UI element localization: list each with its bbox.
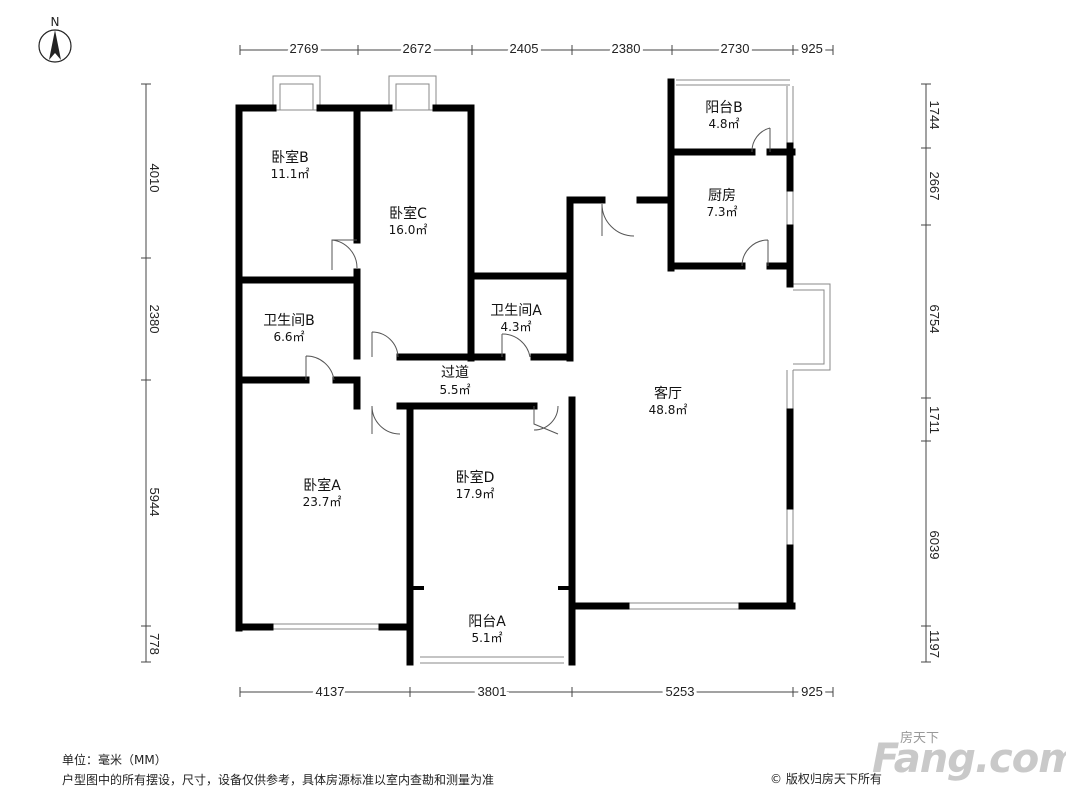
room-area-corridor: 5.5㎡ [439, 383, 470, 397]
dim-top-3: 2405 [510, 41, 539, 56]
dim-bottom-3: 5253 [666, 684, 695, 699]
brand-logo: Fang.com [872, 736, 1066, 782]
room-area-bedroom-b: 11.1㎡ [271, 167, 310, 181]
dim-right-2: 2667 [927, 172, 942, 201]
door-bedroom-c-icon [371, 331, 399, 358]
dim-right-4: 1711 [927, 406, 942, 434]
room-area-bedroom-d: 17.9㎡ [456, 487, 495, 501]
footer: 单位：毫米（MM） 户型图中的所有摆设，尺寸，设备仅供参考，具体房源标准以室内查… [62, 750, 494, 790]
room-area-kitchen: 7.3㎡ [706, 205, 737, 219]
door-bathroom-a-icon [501, 333, 531, 358]
disclaimer: 户型图中的所有摆设，尺寸，设备仅供参考，具体房源标准以室内查勘和测量为准 [62, 773, 495, 787]
dimension-right [921, 83, 931, 663]
dim-right-5: 6039 [927, 531, 942, 560]
door-bathroom-b-icon [305, 355, 335, 381]
room-name-living: 客厅 [654, 385, 682, 402]
room-name-corridor: 过道 [441, 365, 469, 381]
room-area-living: 48.8㎡ [649, 403, 688, 417]
room-name-bathroom-a: 卫生间A [490, 303, 542, 319]
dimension-left-labels: 4010 2380 5944 778 [144, 161, 165, 658]
dim-right-1: 1744 [927, 101, 942, 130]
room-name-bedroom-a: 卧室A [303, 477, 341, 494]
room-labels: 卧室B 11.1㎡ 卧室C 16.0㎡ 卫生间B 6.6㎡ 卫生间A 4.3㎡ … [263, 100, 743, 645]
compass: N [38, 15, 72, 63]
room-name-balcony-a: 阳台A [468, 614, 506, 630]
door-bedroom-a-icon [371, 405, 401, 435]
room-name-bathroom-b: 卫生间B [263, 313, 315, 329]
dim-left-4: 778 [147, 633, 162, 655]
dim-top-2: 2672 [403, 41, 432, 56]
dim-top-6: 925 [801, 41, 823, 56]
dim-right-3: 6754 [927, 305, 942, 334]
door-balcony-b-icon [751, 127, 771, 153]
room-area-bedroom-a: 23.7㎡ [303, 495, 342, 509]
unit-note: 单位：毫米（MM） [62, 753, 167, 767]
room-name-bedroom-c: 卧室C [389, 205, 427, 222]
dim-top-5: 2730 [721, 41, 750, 56]
dimension-top [239, 45, 834, 55]
room-area-bathroom-a: 4.3㎡ [500, 320, 531, 334]
room-area-bedroom-c: 16.0㎡ [389, 223, 428, 237]
room-name-bedroom-d: 卧室D [456, 469, 495, 486]
dimension-bottom [239, 687, 834, 697]
room-name-kitchen: 厨房 [708, 188, 736, 204]
dim-top-1: 2769 [290, 41, 319, 56]
door-bedroom-d-icon [533, 405, 559, 435]
door-bedroom-b-icon [331, 239, 358, 270]
compass-needle-icon [49, 30, 61, 60]
windows [270, 75, 831, 664]
dim-bottom-4: 925 [801, 684, 823, 699]
dim-left-1: 4010 [147, 164, 162, 193]
room-area-bathroom-b: 6.6㎡ [273, 330, 304, 344]
walls [235, 78, 796, 666]
brand-logo-cn: 房天下 [900, 731, 940, 746]
room-name-balcony-b: 阳台B [705, 100, 743, 116]
door-entry-icon [601, 203, 635, 237]
dimension-top-labels: 2769 2672 2405 2380 2730 925 [287, 38, 826, 59]
doors [305, 127, 771, 435]
room-name-bedroom-b: 卧室B [271, 149, 309, 166]
dim-left-2: 2380 [147, 305, 162, 334]
dim-bottom-2: 3801 [478, 684, 507, 699]
room-area-balcony-a: 5.1㎡ [471, 631, 502, 645]
compass-label: N [51, 15, 60, 29]
copyright-note: © 版权归房天下所有 [770, 772, 882, 786]
dim-top-4: 2380 [612, 41, 641, 56]
dim-left-3: 5944 [147, 488, 162, 517]
dimension-bottom-labels: 4137 3801 5253 925 [313, 681, 826, 702]
door-kitchen-icon [741, 239, 769, 267]
dim-bottom-1: 4137 [316, 684, 345, 699]
dimension-right-labels: 1744 2667 6754 1711 6039 1197 [924, 98, 945, 661]
dim-right-6: 1197 [927, 630, 942, 658]
dimension-left [141, 83, 151, 663]
room-area-balcony-b: 4.8㎡ [708, 117, 739, 131]
